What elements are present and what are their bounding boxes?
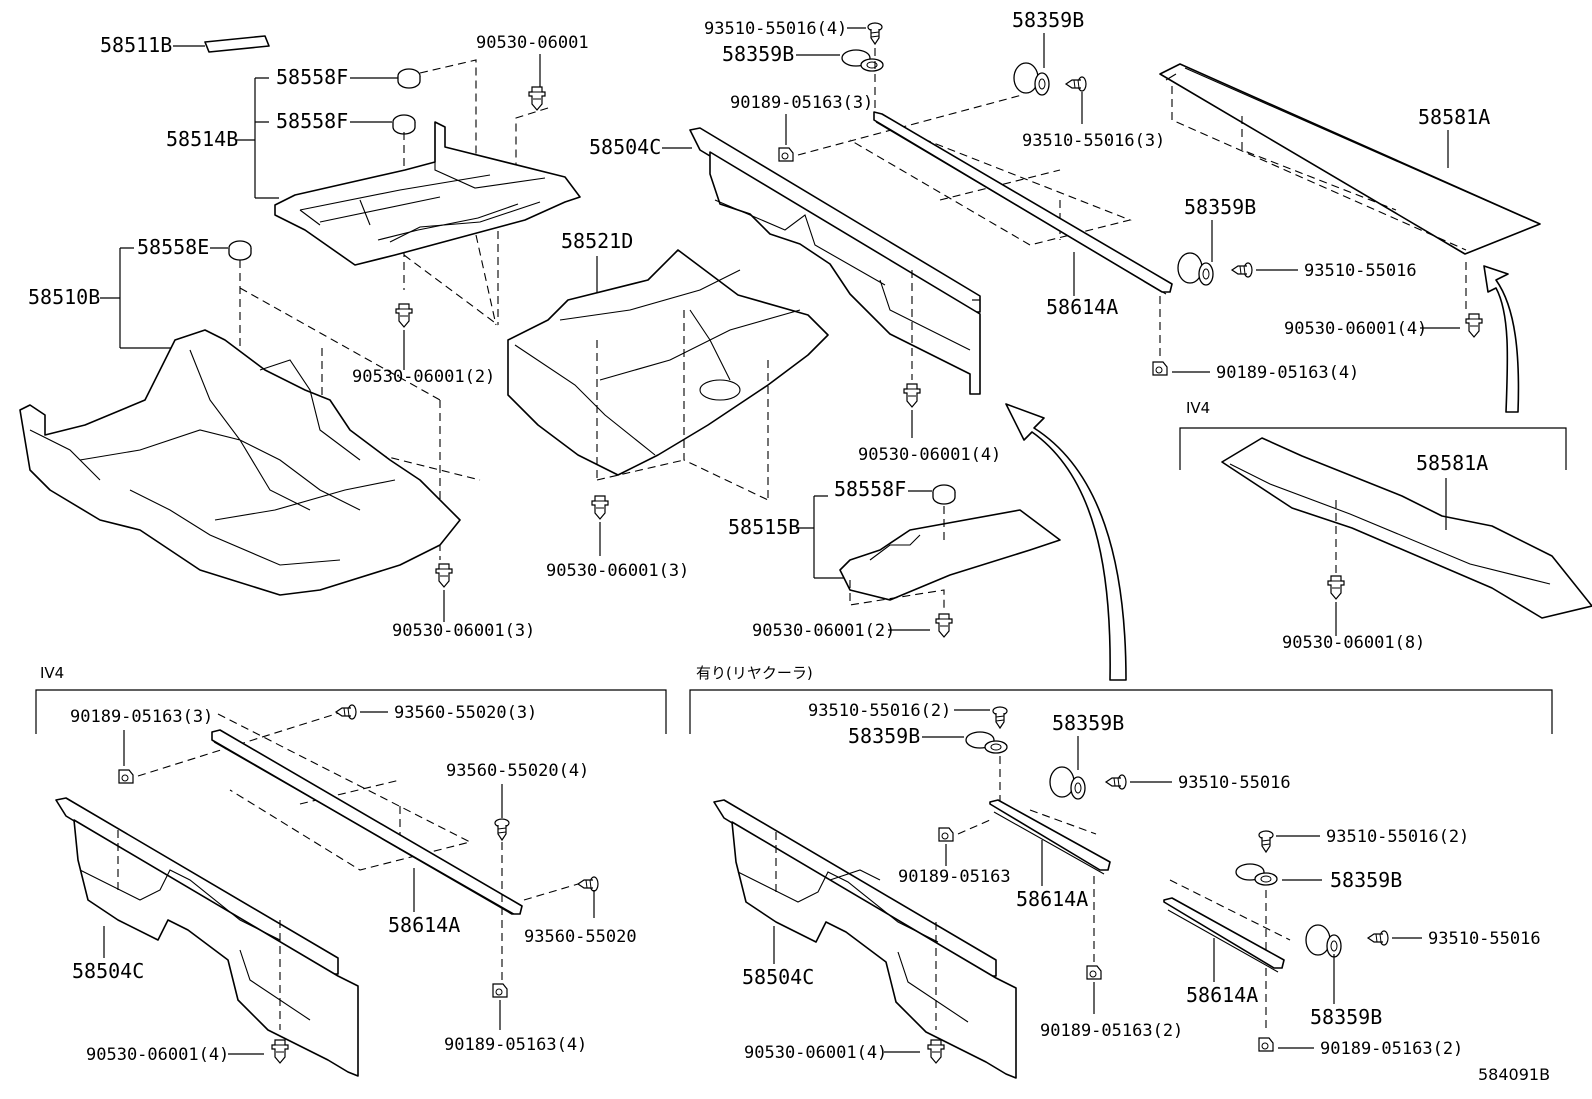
label-58515B: 58515B xyxy=(728,515,800,539)
arrow-center xyxy=(1005,403,1127,681)
label-90530-06001-2b: 90530-06001(2) xyxy=(752,621,895,641)
part-58614A-a xyxy=(873,111,1173,293)
label-58359B-a: 58359B xyxy=(722,42,794,66)
label-58558F-b: 58558F xyxy=(276,109,348,133)
label-58510B: 58510B xyxy=(28,285,100,309)
label-90530-06001-3b: 90530-06001(3) xyxy=(546,561,689,581)
part-58510B xyxy=(19,329,461,596)
label-90189-05163-a: 90189-05163 xyxy=(898,867,1011,887)
label-93510-55016-b: 93510-55016 xyxy=(1178,773,1291,793)
label-90189-05163-4a: 90189-05163(4) xyxy=(1216,363,1359,383)
diagram-id: 584091B xyxy=(1478,1065,1550,1084)
label-90189-05163-4b: 90189-05163(4) xyxy=(444,1035,587,1055)
part-58504C-a xyxy=(689,127,981,313)
label-58359B-f: 58359B xyxy=(1330,868,1402,892)
label-58614A-b: 58614A xyxy=(388,913,460,937)
label-58511B: 58511B xyxy=(100,33,172,57)
label-58581A-b: 58581A xyxy=(1416,451,1488,475)
label-93510-55016-4: 93510-55016(4) xyxy=(704,19,847,39)
label-93560-55020: 93560-55020 xyxy=(524,927,637,947)
label-93510-55016-2b: 93510-55016(2) xyxy=(1326,827,1469,847)
label-93560-55020-3: 93560-55020(3) xyxy=(394,703,537,723)
label-93510-55016-2a: 93510-55016(2) xyxy=(808,701,951,721)
label-58521D: 58521D xyxy=(561,229,633,253)
part-58614A-d xyxy=(1163,897,1285,969)
label-93510-55016-a: 93510-55016 xyxy=(1304,261,1417,281)
label-90189-05163-2a: 90189-05163(2) xyxy=(1040,1021,1183,1041)
label-93510-55016-c: 93510-55016 xyxy=(1428,929,1541,949)
section-iv4-right: IV4 xyxy=(1186,399,1210,417)
part-58521D xyxy=(507,249,829,476)
label-90530-06001-8: 90530-06001(8) xyxy=(1282,633,1425,653)
part-58515B xyxy=(839,509,1061,601)
label-58581A-a: 58581A xyxy=(1418,105,1490,129)
label-58614A-a: 58614A xyxy=(1046,295,1118,319)
label-93510-55016-3: 93510-55016(3) xyxy=(1022,131,1165,151)
label-90530-06001-4a: 90530-06001(4) xyxy=(858,445,1001,465)
part-58614A-c xyxy=(989,799,1111,871)
section-iv4-left: IV4 xyxy=(40,664,64,682)
part-58614A-b xyxy=(211,729,523,915)
arrow-right xyxy=(1483,265,1520,413)
label-58359B-d: 58359B xyxy=(848,724,920,748)
label-58359B-e: 58359B xyxy=(1052,711,1124,735)
label-58504C-c: 58504C xyxy=(742,965,814,989)
label-58504C-b: 58504C xyxy=(72,959,144,983)
label-90189-05163-3b: 90189-05163(3) xyxy=(70,707,213,727)
label-90530-06001-2a: 90530-06001(2) xyxy=(352,367,495,387)
part-58581A-b xyxy=(1221,437,1592,619)
part-58581A-a xyxy=(1159,63,1541,255)
label-90530-06001: 90530-06001 xyxy=(476,33,589,53)
label-58359B-c: 58359B xyxy=(1184,195,1256,219)
label-58614A-d: 58614A xyxy=(1186,983,1258,1007)
label-90530-06001-4b: 90530-06001(4) xyxy=(1284,319,1427,339)
label-90530-06001-4d: 90530-06001(4) xyxy=(744,1043,887,1063)
label-58558F-a: 58558F xyxy=(276,65,348,89)
section-rear-cooler: 有り(リヤクーラ) xyxy=(696,664,813,682)
label-90189-05163-3a: 90189-05163(3) xyxy=(730,93,873,113)
label-58614A-c: 58614A xyxy=(1016,887,1088,911)
label-58558F-c: 58558F xyxy=(834,477,906,501)
label-58359B-b: 58359B xyxy=(1012,8,1084,32)
label-90530-06001-3a: 90530-06001(3) xyxy=(392,621,535,641)
label-58514B: 58514B xyxy=(166,127,238,151)
label-58504C-a: 58504C xyxy=(589,135,661,159)
label-93560-55020-4: 93560-55020(4) xyxy=(446,761,589,781)
label-58359B-g: 58359B xyxy=(1310,1005,1382,1029)
part-58511B xyxy=(204,35,270,53)
label-90189-05163-2b: 90189-05163(2) xyxy=(1320,1039,1463,1059)
label-58558E: 58558E xyxy=(137,235,209,259)
label-90530-06001-4c: 90530-06001(4) xyxy=(86,1045,229,1065)
part-58514B xyxy=(274,121,581,266)
